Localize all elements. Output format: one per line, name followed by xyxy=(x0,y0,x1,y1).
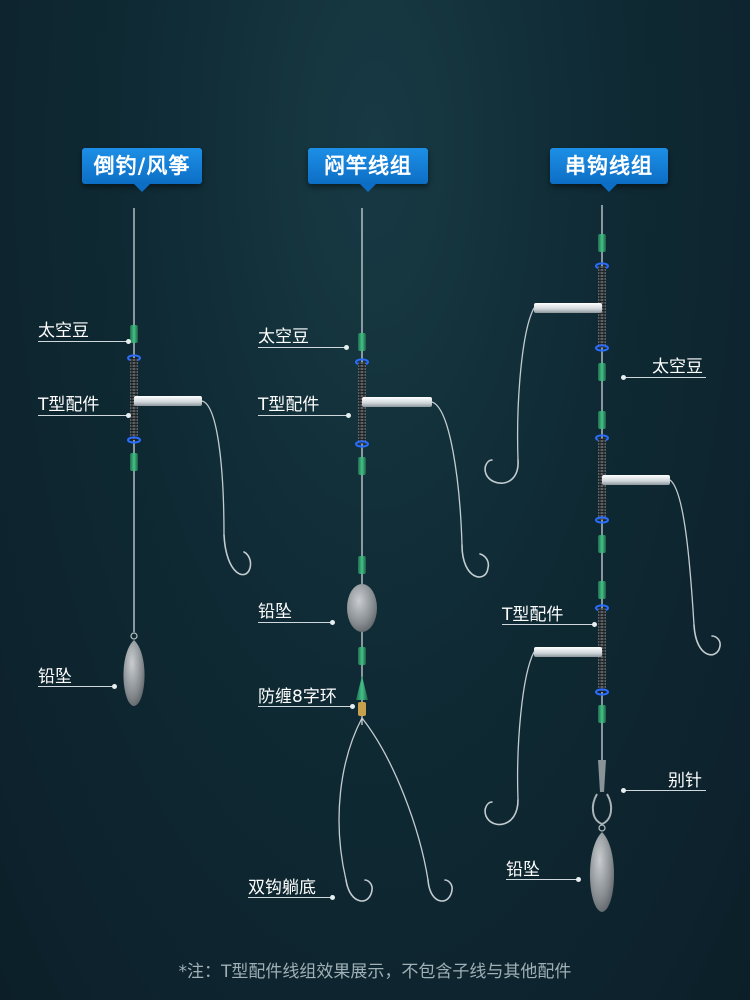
leader-rig3-space-bean xyxy=(621,375,706,380)
rig3-leader-3 xyxy=(516,651,535,801)
rig3-hook-1 xyxy=(484,459,519,484)
rig2-bead-mid xyxy=(358,556,366,574)
rig3-bead-6 xyxy=(598,705,606,723)
leader-rig1-space-bean xyxy=(38,339,131,344)
rig3-hook-2 xyxy=(693,624,721,656)
label-rig1-space-bean: 太空豆 xyxy=(38,321,89,341)
rig3-hook-3 xyxy=(484,799,519,826)
rig3-bead-4 xyxy=(598,535,606,553)
rig3-bead-3 xyxy=(598,411,606,429)
rig2-swivel xyxy=(358,702,366,716)
leader-rig2-space-bean xyxy=(258,345,349,350)
rig3-arm-3 xyxy=(534,647,602,657)
rig3-swivel xyxy=(598,760,606,792)
leader-rig2-sinker xyxy=(258,620,335,625)
rig3-bead-5 xyxy=(598,581,606,599)
rig1-leader xyxy=(201,400,225,536)
rig1-sinker xyxy=(123,640,145,706)
label-rig3-sinker: 铅坠 xyxy=(506,860,540,880)
rig2-swivel-sleeve xyxy=(356,676,368,700)
rig1-bead-bottom xyxy=(130,453,138,471)
header-rig1: 倒钓/风筝 xyxy=(82,148,202,192)
rig3-snap xyxy=(591,793,613,826)
label-rig2-t-connector: T型配件 xyxy=(258,395,320,415)
leader-rig2-double-hook xyxy=(248,895,335,900)
rig2-leader xyxy=(431,401,463,546)
label-rig3-snap: 别针 xyxy=(668,771,702,791)
rig3-arm-1 xyxy=(534,303,602,313)
leader-rig1-sinker xyxy=(38,684,117,689)
rig3-ring-4 xyxy=(595,516,609,524)
label-rig1-t-connector: T型配件 xyxy=(38,395,100,415)
label-rig2-sinker: 铅坠 xyxy=(258,602,292,622)
leader-rig1-t-connector xyxy=(38,413,131,418)
label-rig2-double-hook: 双钩躺底 xyxy=(248,878,316,898)
rig3-arm-2 xyxy=(602,475,670,485)
label-rig3-space-bean: 太空豆 xyxy=(652,357,703,377)
rig2-t-arm xyxy=(362,397,432,407)
rig2-leader-right xyxy=(361,717,429,881)
rig1-ring-bottom xyxy=(127,436,141,444)
rig3-leader-2 xyxy=(669,479,695,626)
leader-rig3-sinker xyxy=(506,877,581,882)
label-rig2-space-bean: 太空豆 xyxy=(258,327,309,347)
rig1-t-arm xyxy=(134,396,202,406)
header-rig3: 串钩线组 xyxy=(550,148,668,192)
leader-rig2-t-connector xyxy=(258,413,351,418)
label-rig1-sinker: 铅坠 xyxy=(38,667,72,687)
rig2-ring-bottom xyxy=(355,440,369,448)
rig3-sinker xyxy=(589,832,615,912)
label-rig2-swivel: 防缠8字环 xyxy=(258,687,337,707)
header-rig2: 闷竿线组 xyxy=(308,148,428,192)
rig2-hook xyxy=(461,544,490,578)
rig2-bead-top xyxy=(358,333,366,351)
rig1-bead-top xyxy=(130,325,138,343)
rig3-ring-2 xyxy=(595,344,609,352)
rig2-sinker xyxy=(347,584,377,632)
rig3-bead-2 xyxy=(598,363,606,381)
footnote: *注：T型配件线组效果展示，不包含子线与其他配件 xyxy=(178,962,572,982)
label-rig3-t-connector: T型配件 xyxy=(502,605,564,625)
rig2-bead-bottom xyxy=(358,457,366,475)
rig1-hook xyxy=(223,534,252,576)
rig2-bead-lower xyxy=(358,647,366,665)
rig3-bead-1 xyxy=(598,234,606,252)
rig3-ring-6 xyxy=(595,688,609,696)
leader-rig3-t-connector xyxy=(502,622,597,627)
leader-rig2-swivel xyxy=(258,704,355,709)
leader-rig3-snap xyxy=(621,788,706,793)
rig2-hook-left xyxy=(345,879,373,902)
rig1-sinker-eye xyxy=(130,632,138,640)
rig2-leader-left xyxy=(338,717,363,881)
rig3-sinker-eye xyxy=(598,824,606,832)
rig3-leader-1 xyxy=(516,307,535,461)
rig2-hook-right xyxy=(427,879,453,902)
